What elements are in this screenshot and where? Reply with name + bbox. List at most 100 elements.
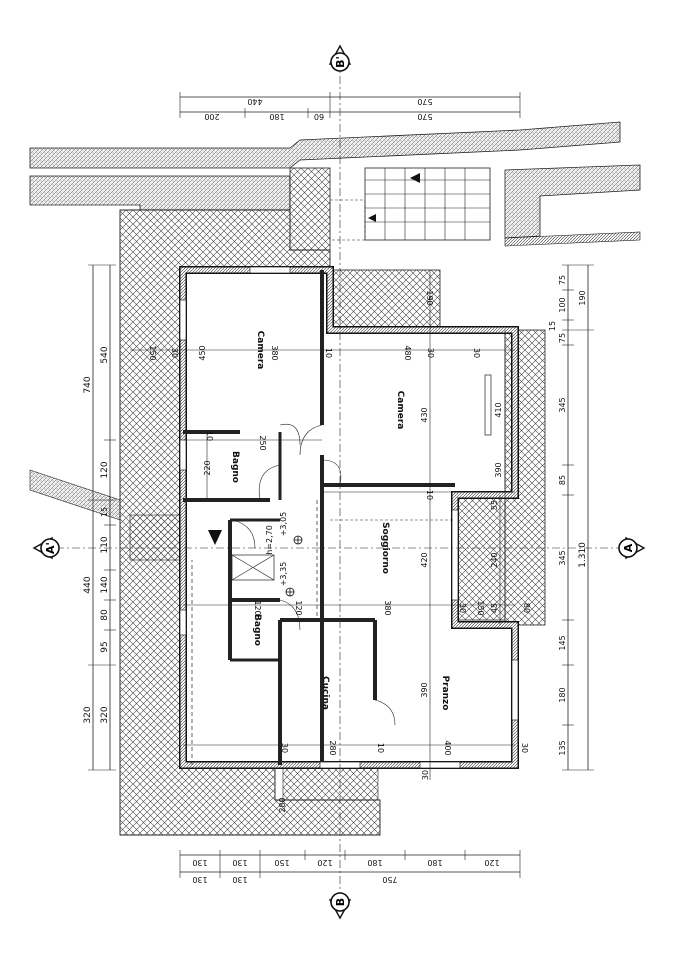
- top-dim-440: 440: [247, 97, 262, 106]
- left-dim-95: 95: [100, 641, 110, 652]
- dim-10-b: 10: [205, 431, 214, 441]
- dim-55: 55: [490, 500, 499, 510]
- left-dim-120: 120: [100, 461, 110, 478]
- dim-80: 80: [522, 603, 531, 613]
- right-dim-75-a: 75: [558, 275, 567, 285]
- dim-240: 240: [490, 552, 499, 567]
- dim-280-b: 280: [278, 797, 287, 812]
- level-markers: h=2,70 +3,05 +3,35: [265, 512, 303, 597]
- top-dimensions: 440 570 200 180 60 570: [179, 92, 521, 121]
- dim-45: 45: [490, 603, 499, 613]
- room-label-bagno-1: Bagno: [230, 451, 240, 483]
- dim-30-e: 30: [280, 743, 289, 753]
- ceiling-height-label: h=2,70: [265, 525, 274, 555]
- top-dim-570-outer: 570: [417, 97, 432, 106]
- dim-380-b: 380: [383, 600, 392, 615]
- section-marker-b-bottom: B: [328, 892, 352, 920]
- left-dim-320-inner: 320: [100, 706, 110, 723]
- top-dim-60: 60: [314, 112, 324, 121]
- room-label-bagno-2: Bagno: [252, 614, 262, 646]
- top-dim-200: 200: [204, 112, 219, 121]
- bottom-dim-180-a: 180: [367, 858, 382, 867]
- room-label-cucina: Cucina: [320, 676, 330, 710]
- right-dim-1310: 1.310: [578, 542, 588, 568]
- dim-30-c: 30: [472, 348, 481, 358]
- dim-30-f: 30: [520, 743, 529, 753]
- dim-120-a: 120: [253, 600, 262, 615]
- dim-450: 450: [198, 345, 207, 360]
- dim-190: 190: [425, 290, 434, 305]
- bottom-dim-150: 150: [274, 858, 289, 867]
- staircase: [329, 167, 491, 241]
- interior-dimensions: 150 30 450 380 10 480 30 30 190 430 410 …: [130, 270, 531, 813]
- room-label-pranzo: Pranzo: [440, 676, 450, 711]
- section-label-a-right: A: [622, 543, 635, 552]
- section-label-b-top: B': [334, 56, 347, 68]
- bottom-dimensions: 130 130 150 120 180 180 120 130 130 750: [179, 850, 521, 884]
- right-dim-180: 180: [558, 687, 567, 702]
- dim-220: 220: [203, 460, 212, 475]
- dim-30-b: 30: [426, 348, 435, 358]
- top-dim-180: 180: [269, 112, 284, 121]
- section-label-b-bottom: B: [334, 898, 347, 906]
- right-dim-135: 135: [558, 740, 567, 755]
- right-dim-345-b: 345: [558, 550, 567, 565]
- dim-10-a: 10: [324, 348, 333, 358]
- dim-390-b: 390: [420, 682, 429, 697]
- room-label-camera-2: Camera: [395, 391, 405, 430]
- bottom-dim-outer-130-a: 130: [192, 875, 207, 884]
- left-dim-440: 440: [83, 576, 93, 593]
- bottom-dim-180-b: 180: [427, 858, 442, 867]
- dim-250: 250: [258, 435, 267, 450]
- dim-430: 430: [420, 407, 429, 422]
- section-line-a: [40, 60, 640, 905]
- bottom-dim-120-a: 120: [317, 858, 332, 867]
- section-marker-b-top: B': [328, 44, 352, 72]
- building-walls: [179, 266, 519, 769]
- left-dim-80: 80: [100, 609, 110, 621]
- bottom-dim-130-b: 130: [232, 858, 247, 867]
- level-label-1: +3,05: [279, 512, 288, 537]
- right-dim-15: 15: [548, 321, 557, 331]
- dim-120-b: 120: [294, 600, 303, 615]
- dim-150: 150: [148, 345, 157, 360]
- right-dim-100: 100: [558, 297, 567, 312]
- left-dimensions: 740 440 320 540 120 110 15 140 80 95 320: [83, 264, 116, 771]
- dim-30-a: 30: [170, 348, 179, 358]
- section-label-a-left: A': [44, 542, 57, 554]
- dim-400: 400: [443, 740, 452, 755]
- right-dim-190: 190: [578, 290, 587, 305]
- left-dim-740: 740: [83, 376, 93, 393]
- dim-480: 480: [403, 345, 412, 360]
- bottom-dim-outer-130-b: 130: [232, 875, 247, 884]
- dim-280-a: 280: [328, 740, 337, 755]
- dim-10-d: 10: [376, 743, 385, 753]
- right-dim-85: 85: [558, 475, 567, 485]
- section-marker-a-left: A': [32, 536, 60, 560]
- left-dim-110: 110: [100, 536, 110, 553]
- right-dim-75-b: 75: [558, 333, 567, 343]
- dim-410: 410: [494, 402, 503, 417]
- bottom-dim-130-a: 130: [192, 858, 207, 867]
- bottom-dim-750: 750: [382, 875, 397, 884]
- left-dim-140: 140: [100, 576, 110, 593]
- top-dim-570-inner: 570: [417, 112, 432, 121]
- terrain: [29, 121, 641, 521]
- right-dim-345-a: 345: [558, 397, 567, 412]
- dim-390-a: 390: [494, 462, 503, 477]
- left-dim-15: 15: [100, 507, 109, 517]
- left-dim-320-outer: 320: [83, 706, 93, 723]
- dim-30-d: 30: [458, 603, 467, 613]
- dim-380-a: 380: [270, 345, 279, 360]
- bottom-dim-120-b: 120: [484, 858, 499, 867]
- level-label-2: +3,35: [279, 562, 288, 587]
- section-marker-a-right: A: [618, 536, 646, 560]
- room-label-soggiorno: Soggiorno: [380, 522, 390, 574]
- right-dimensions: 75 100 15 75 345 85 345 145 180 135 190 …: [548, 264, 594, 771]
- right-dim-145: 145: [558, 635, 567, 650]
- dim-420: 420: [420, 552, 429, 567]
- dim-30-g: 30: [421, 770, 430, 780]
- dim-10-c: 10: [425, 490, 434, 500]
- left-dim-540: 540: [100, 346, 110, 363]
